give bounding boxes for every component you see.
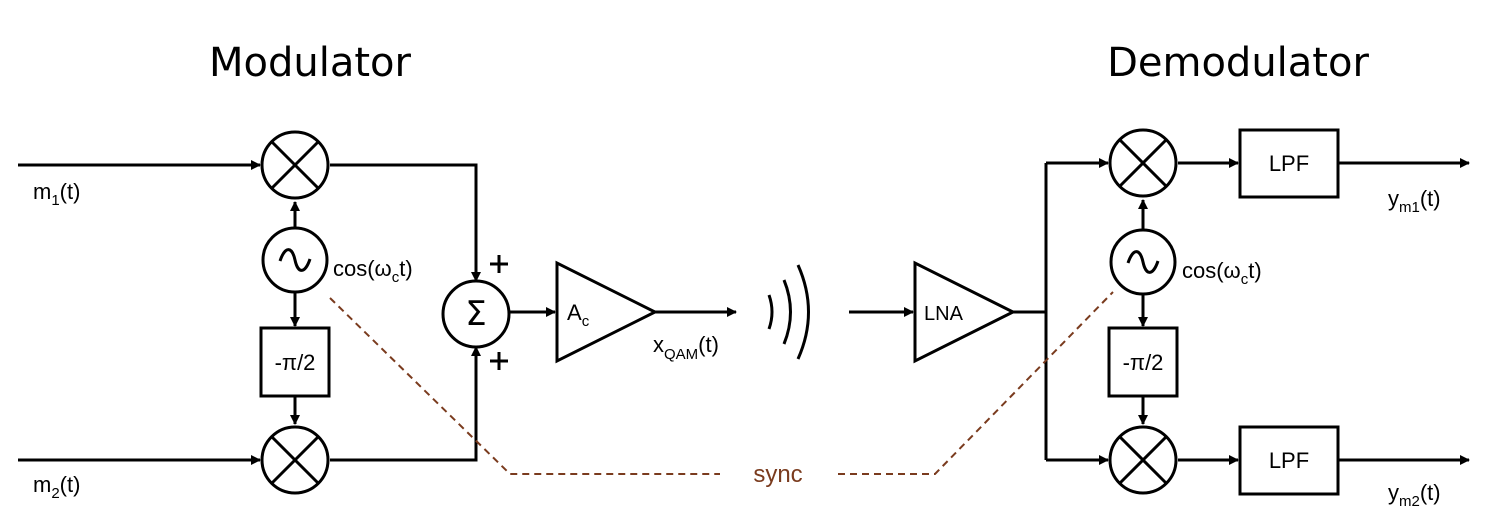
phase-shift-block-demod [1107,326,1179,398]
modulator-title: Modulator [209,40,412,86]
lpf-block-top [1238,128,1340,199]
input-m1-label: m1(t) [33,179,80,209]
demodulator-wires [849,158,1470,465]
lna-triangle [913,260,1017,364]
lpf-label-top: LPF [1269,151,1309,176]
oscillator-demod [1109,228,1177,296]
phase-shift-label-mod: -π/2 [275,350,316,375]
phase-shift-block-mod [259,326,331,398]
amplifier-triangle [555,260,659,364]
mixer-bottom-demod [1108,425,1178,495]
output-xqam-label: xQAM(t) [653,332,719,363]
sync-line-left [329,297,720,475]
input-m2-label: m2(t) [33,472,80,502]
sync-line-right [838,291,1114,475]
plus-top [490,255,508,273]
sum-symbol: Σ [465,294,486,334]
carrier-label-demod: cos(ωct) [1182,258,1262,288]
mixer-bottom-mod [260,425,330,495]
mixer-top-demod [1108,128,1178,198]
lpf-block-bottom [1238,425,1340,496]
phase-shift-label-demod: -π/2 [1123,350,1164,375]
lpf-label-bottom: LPF [1269,448,1309,473]
carrier-label-mod: cos(ωct) [333,256,413,286]
amplifier-label: Ac [567,300,590,330]
output-ym2-label: ym2(t) [1388,480,1441,510]
summer: Σ [441,279,511,349]
lna-label: LNA [924,303,964,325]
demodulator-title: Demodulator [1107,40,1369,86]
output-ym1-label: ym1(t) [1388,186,1441,216]
plus-bottom [490,352,508,370]
antenna-waves-icon [767,264,810,360]
modulator-wires [18,160,737,465]
oscillator-mod [261,226,329,294]
mixer-top-mod [260,130,330,200]
sync-label: sync [753,461,802,488]
